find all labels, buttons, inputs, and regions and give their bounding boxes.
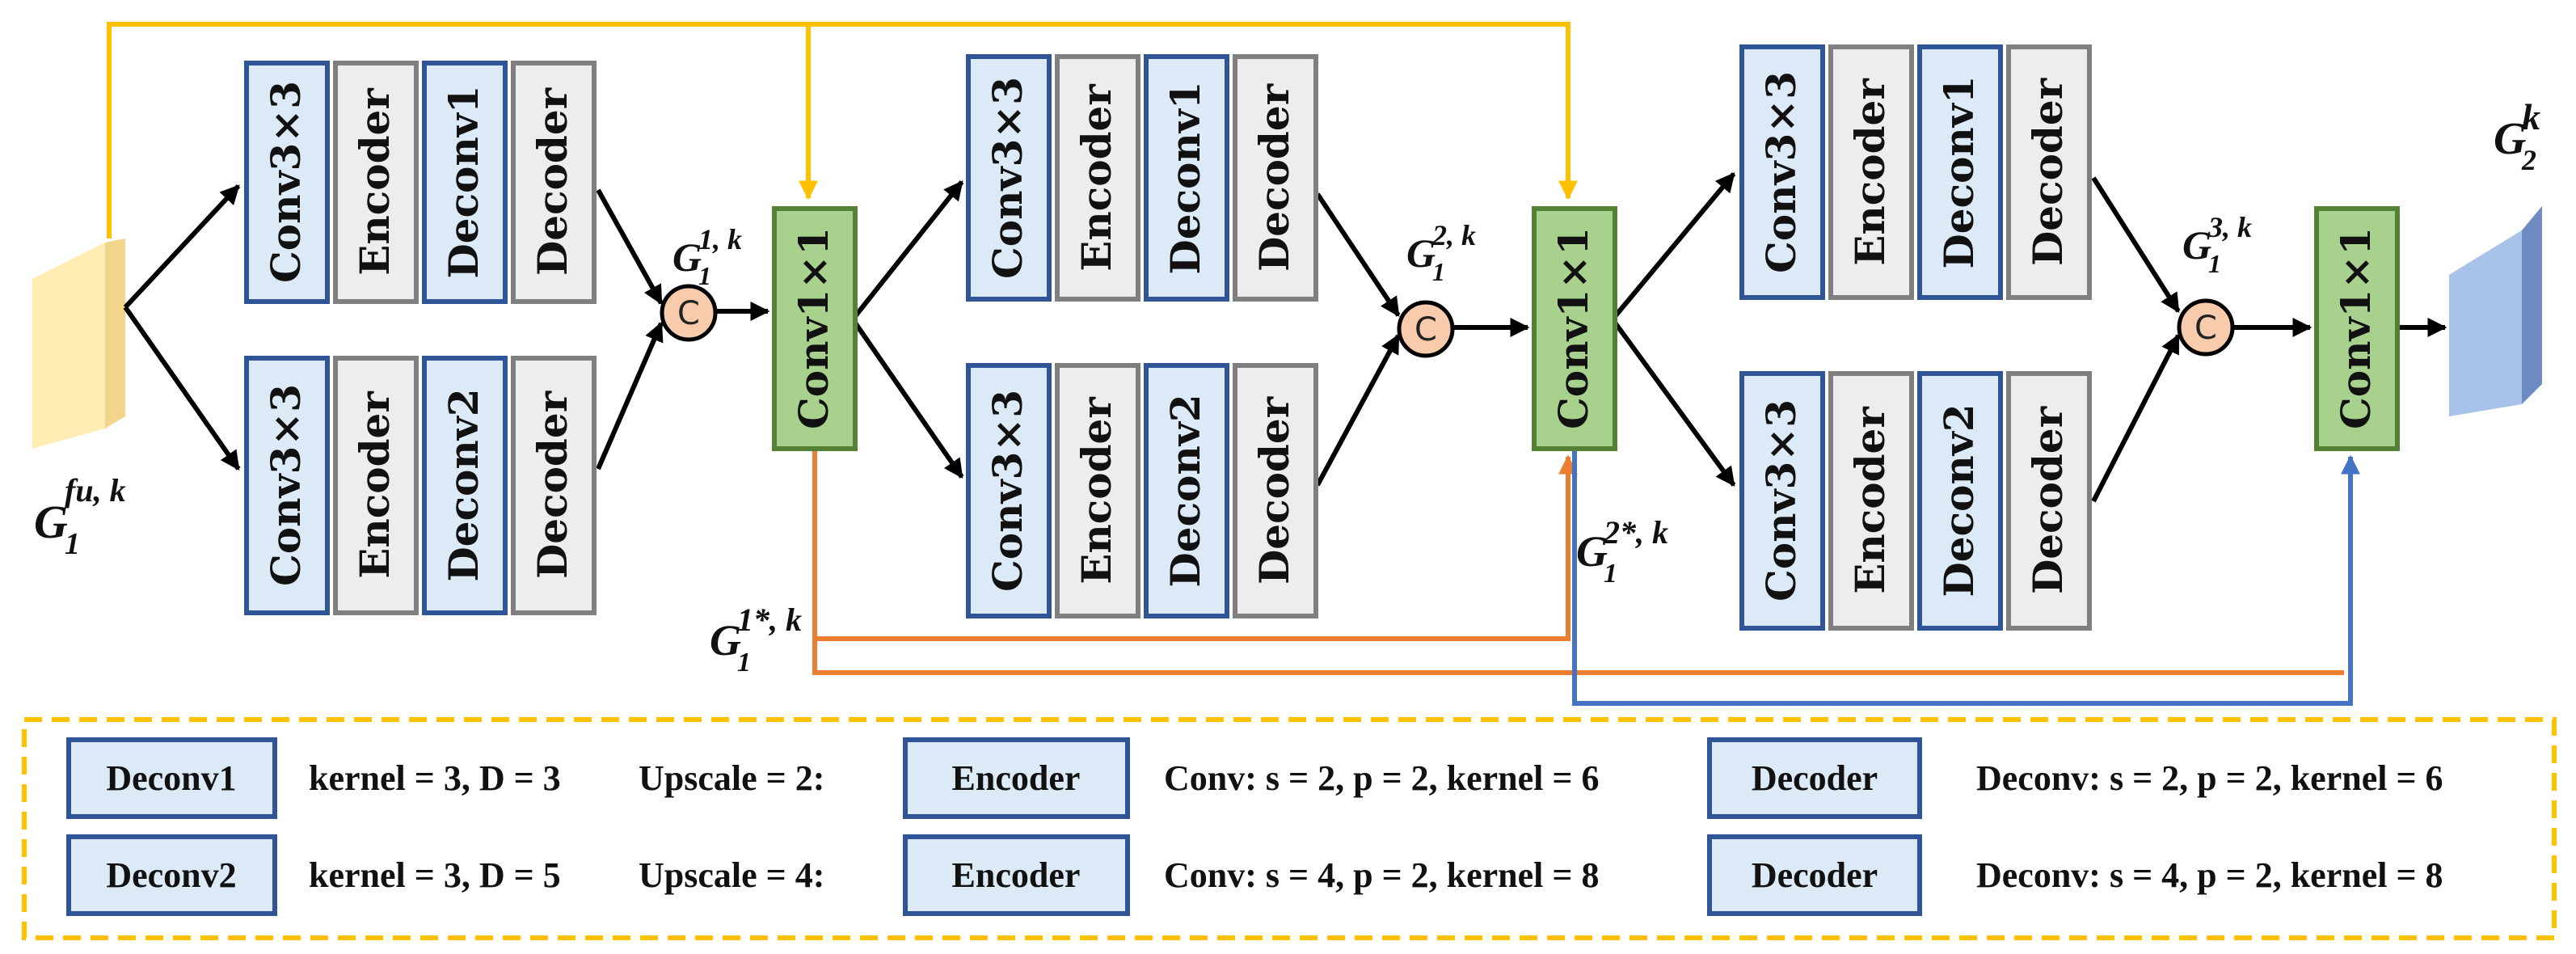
- svg-text:Encoder: Encoder: [1073, 397, 1120, 585]
- svg-text:G: G: [34, 496, 68, 548]
- svg-text:1: 1: [1604, 559, 1617, 589]
- svg-text:Encoder: Encoder: [1073, 84, 1120, 272]
- stage3-lower-branch: Conv3×3 Encoder Deconv2 Decoder: [1739, 371, 2092, 631]
- conv1x1-block-1: Conv1×1: [772, 206, 858, 451]
- svg-text:1: 1: [2208, 249, 2221, 278]
- svg-text:1: 1: [698, 261, 711, 290]
- svg-text:Deconv2: Deconv2: [1162, 394, 1209, 587]
- svg-text:Conv1×1: Conv1×1: [1549, 227, 1597, 429]
- svg-text:1: 1: [65, 527, 80, 561]
- svg-text:Decoder: Decoder: [2024, 406, 2072, 594]
- svg-text:Conv1×1: Conv1×1: [790, 227, 837, 429]
- svg-text:C: C: [677, 295, 700, 332]
- svg-text:fu, k: fu, k: [65, 472, 126, 509]
- svg-text:Deconv1: Deconv1: [1162, 81, 1209, 274]
- legend-encoder-text-1: Conv: s = 2, p = 2, kernel = 6: [1164, 758, 1599, 798]
- svg-text:3, k: 3, k: [2207, 211, 2252, 243]
- legend-deconv2-text: kernel = 3, D = 5: [309, 855, 561, 895]
- label-output: G 2 k: [2494, 96, 2540, 176]
- encoder-label: Encoder: [351, 88, 398, 276]
- skip-connections: [107, 22, 2360, 706]
- svg-text:Decoder: Decoder: [529, 390, 576, 579]
- svg-text:C: C: [1414, 311, 1437, 348]
- legend-upscale2: Upscale = 2:: [639, 758, 824, 798]
- svg-text:G: G: [2182, 222, 2211, 268]
- conv1x1-block-3: Conv1×1: [2314, 206, 2400, 451]
- svg-text:1: 1: [1432, 257, 1445, 286]
- label-g1-1star-k: G 1 1*, k: [710, 602, 802, 678]
- svg-text:Decoder: Decoder: [2024, 78, 2072, 266]
- svg-text:G: G: [710, 616, 741, 665]
- svg-text:G: G: [2494, 114, 2526, 164]
- legend-panel: Deconv1 kernel = 3, D = 3 Upscale = 2: E…: [22, 717, 2557, 940]
- input-feature-cube: [32, 238, 125, 449]
- legend-deconv2-box: Deconv2: [106, 855, 236, 895]
- svg-text:1*, k: 1*, k: [737, 602, 802, 638]
- svg-text:Encoder: Encoder: [1846, 407, 1894, 594]
- svg-text:Conv1×1: Conv1×1: [2332, 227, 2380, 429]
- svg-text:Conv3×3: Conv3×3: [1757, 71, 1805, 273]
- decoder-label: Decoder: [529, 87, 576, 276]
- concat-node-3: C: [2177, 298, 2235, 357]
- svg-text:Deconv2: Deconv2: [1935, 403, 1983, 597]
- svg-text:Deconv1: Deconv1: [1935, 75, 1983, 268]
- legend-decoder-text-1: Deconv: s = 2, p = 2, kernel = 6: [1976, 758, 2443, 798]
- svg-text:Conv3×3: Conv3×3: [1757, 399, 1805, 602]
- blue-skip-line: [1572, 449, 2360, 706]
- svg-text:C: C: [2194, 310, 2217, 347]
- svg-text:1: 1: [737, 648, 751, 678]
- stage3-upper-branch: Conv3×3 Encoder Deconv1 Decoder: [1739, 44, 2092, 300]
- svg-text:1, k: 1, k: [698, 223, 742, 255]
- svg-text:G: G: [1576, 527, 1608, 576]
- legend-encoder-box-2: Encoder: [952, 855, 1081, 895]
- orange-skip-line: [812, 449, 1578, 641]
- svg-text:2: 2: [2521, 144, 2536, 176]
- label-g1-3k: G 1 3, k: [2182, 211, 2252, 278]
- stage1-upper-branch: Conv3×3 Encoder Deconv1 Decoder: [244, 61, 597, 304]
- deconv2-label: Deconv2: [440, 388, 487, 581]
- stage2-lower-branch: Conv3×3 Encoder Deconv2 Decoder: [966, 363, 1318, 618]
- svg-text:G: G: [672, 234, 702, 280]
- svg-text:2, k: 2, k: [1431, 219, 1476, 251]
- svg-text:Conv3×3: Conv3×3: [984, 77, 1031, 279]
- svg-text:Decoder: Decoder: [1250, 83, 1298, 272]
- svg-text:Encoder: Encoder: [1846, 78, 1894, 266]
- label-g1-2star-k: G 1 2*, k: [1576, 514, 1668, 589]
- flow-arrows: [123, 172, 2447, 503]
- svg-text:Conv3×3: Conv3×3: [262, 384, 310, 586]
- svg-text:k: k: [2522, 96, 2540, 137]
- conv3x3-label: Conv3×3: [262, 81, 310, 283]
- yellow-skip-line-2: [808, 22, 1578, 201]
- stage2-upper-branch: Conv3×3 Encoder Deconv1 Decoder: [966, 54, 1318, 302]
- legend-decoder-text-2: Deconv: s = 4, p = 2, kernel = 8: [1976, 855, 2443, 895]
- legend-decoder-box-2: Decoder: [1752, 855, 1878, 895]
- svg-text:Decoder: Decoder: [1250, 396, 1298, 585]
- concat-node-2: C: [1397, 300, 1455, 358]
- svg-text:2*, k: 2*, k: [1603, 514, 1668, 551]
- legend-deconv1-box: Deconv1: [106, 758, 236, 798]
- legend-encoder-box-1: Encoder: [952, 758, 1081, 798]
- legend-decoder-box-1: Decoder: [1752, 758, 1878, 798]
- legend-deconv1-text: kernel = 3, D = 3: [309, 758, 561, 798]
- svg-text:Encoder: Encoder: [351, 391, 398, 579]
- label-g1-2k: G 1 2, k: [1406, 219, 1476, 286]
- legend-encoder-text-2: Conv: s = 4, p = 2, kernel = 8: [1164, 855, 1599, 895]
- deconv1-label: Deconv1: [440, 85, 487, 278]
- stage1-lower-branch: Conv3×3 Encoder Deconv2 Decoder: [244, 356, 597, 615]
- concat-node-1: C: [660, 284, 718, 342]
- svg-text:G: G: [1406, 230, 1436, 276]
- svg-text:Conv3×3: Conv3×3: [984, 390, 1031, 592]
- conv1x1-block-2: Conv1×1: [1532, 206, 1617, 451]
- yellow-skip-line: [107, 22, 818, 238]
- label-input: G 1 fu, k: [34, 472, 126, 561]
- legend-upscale4: Upscale = 4:: [639, 855, 824, 895]
- orange-skip-line-2: [812, 639, 2344, 675]
- output-feature-cube: [2449, 206, 2542, 416]
- label-g1-1k: G 1 1, k: [672, 223, 742, 290]
